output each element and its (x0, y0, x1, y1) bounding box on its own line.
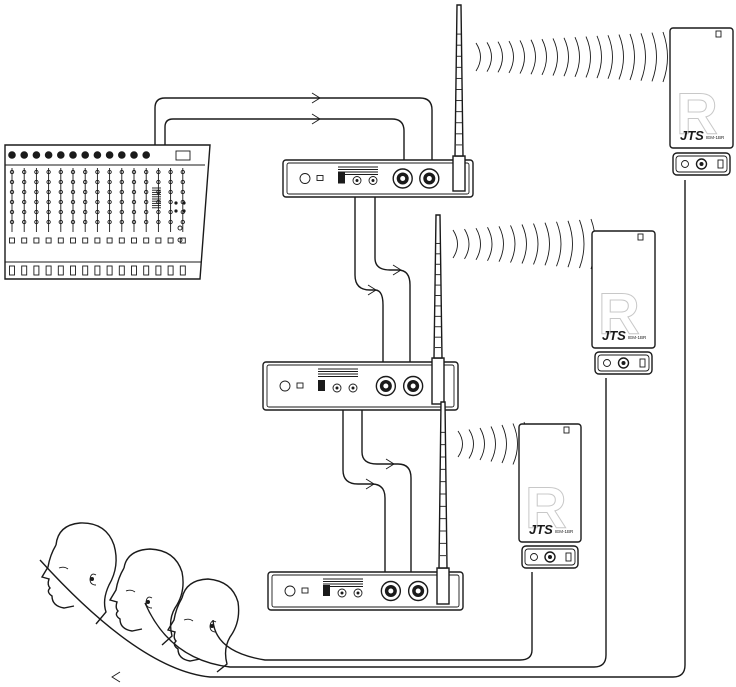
earphone-cable-receiver-3 (212, 572, 533, 661)
receiver-model-label: IEM-1BR (555, 529, 574, 534)
mixer-channel-strip (69, 151, 77, 276)
audio-cable-mixer-to-transmitter-1 (154, 92, 433, 160)
transmitter-2 (262, 214, 459, 411)
receiver-top-panel (672, 152, 731, 176)
power-knob (299, 173, 311, 184)
transmitter-1 (282, 4, 474, 198)
receiver-top-panel (594, 351, 653, 375)
radio-waves-3 (457, 421, 529, 467)
antenna (433, 214, 443, 359)
xlr-input-jack (419, 168, 440, 189)
power-knob (284, 585, 296, 597)
listener-head-1 (40, 522, 117, 625)
mixer-channel-strip (167, 168, 174, 276)
mixer-channel-strip (179, 168, 186, 276)
receiver-brand-logo: JTS (529, 522, 553, 537)
earphone-cable-receiver-1 (39, 180, 686, 683)
mixer-channel-strip (32, 151, 41, 276)
mixer-channel-strip (81, 151, 89, 276)
receiver-model-label: IEM-1BR (706, 135, 725, 140)
earphone-cable-receiver-2 (144, 378, 607, 668)
mixer-channel-strip (57, 151, 65, 276)
antenna (454, 4, 464, 157)
audio-cable-transmitter-1-to-2 (354, 197, 411, 362)
mixer-channel-strip (118, 151, 126, 276)
mixer-channel-strip (130, 151, 138, 276)
xlr-input-jack (380, 580, 402, 602)
mixer-channel-strip (20, 151, 29, 276)
xlr-input-jack (392, 168, 413, 189)
mixer-channel-strip (105, 151, 114, 276)
listener-head-2 (108, 548, 184, 646)
radio-waves-2 (452, 218, 596, 270)
xlr-input-jack (407, 580, 429, 602)
mixer-channel-strip (142, 151, 150, 276)
mixer-channel-strip (44, 151, 53, 276)
receiver-model-label: IEM-1BR (628, 335, 647, 340)
receiver-brand-logo: JTS (680, 128, 704, 143)
transmitter-3 (267, 401, 464, 611)
receiver-watermark: R (598, 282, 640, 347)
receiver-watermark: R (525, 476, 567, 541)
selector-switch (323, 585, 330, 596)
receiver-watermark: R (676, 82, 718, 147)
antenna (438, 401, 448, 569)
selector-switch (338, 172, 345, 184)
mixer-console (4, 144, 211, 280)
receiver-top-panel (521, 545, 579, 569)
radio-waves-1 (475, 31, 668, 83)
mixer-level-meter (152, 187, 161, 209)
listener-head-3 (166, 578, 240, 673)
selector-switch (318, 380, 325, 391)
audio-cable-transmitter-2-to-3 (342, 410, 412, 572)
power-knob (279, 380, 291, 392)
mixer-channel-strip (93, 151, 102, 276)
mixer-channel-strip (8, 151, 16, 276)
xlr-input-jack (402, 375, 424, 397)
xlr-input-jack (375, 375, 397, 397)
receiver-brand-logo: JTS (602, 328, 626, 343)
